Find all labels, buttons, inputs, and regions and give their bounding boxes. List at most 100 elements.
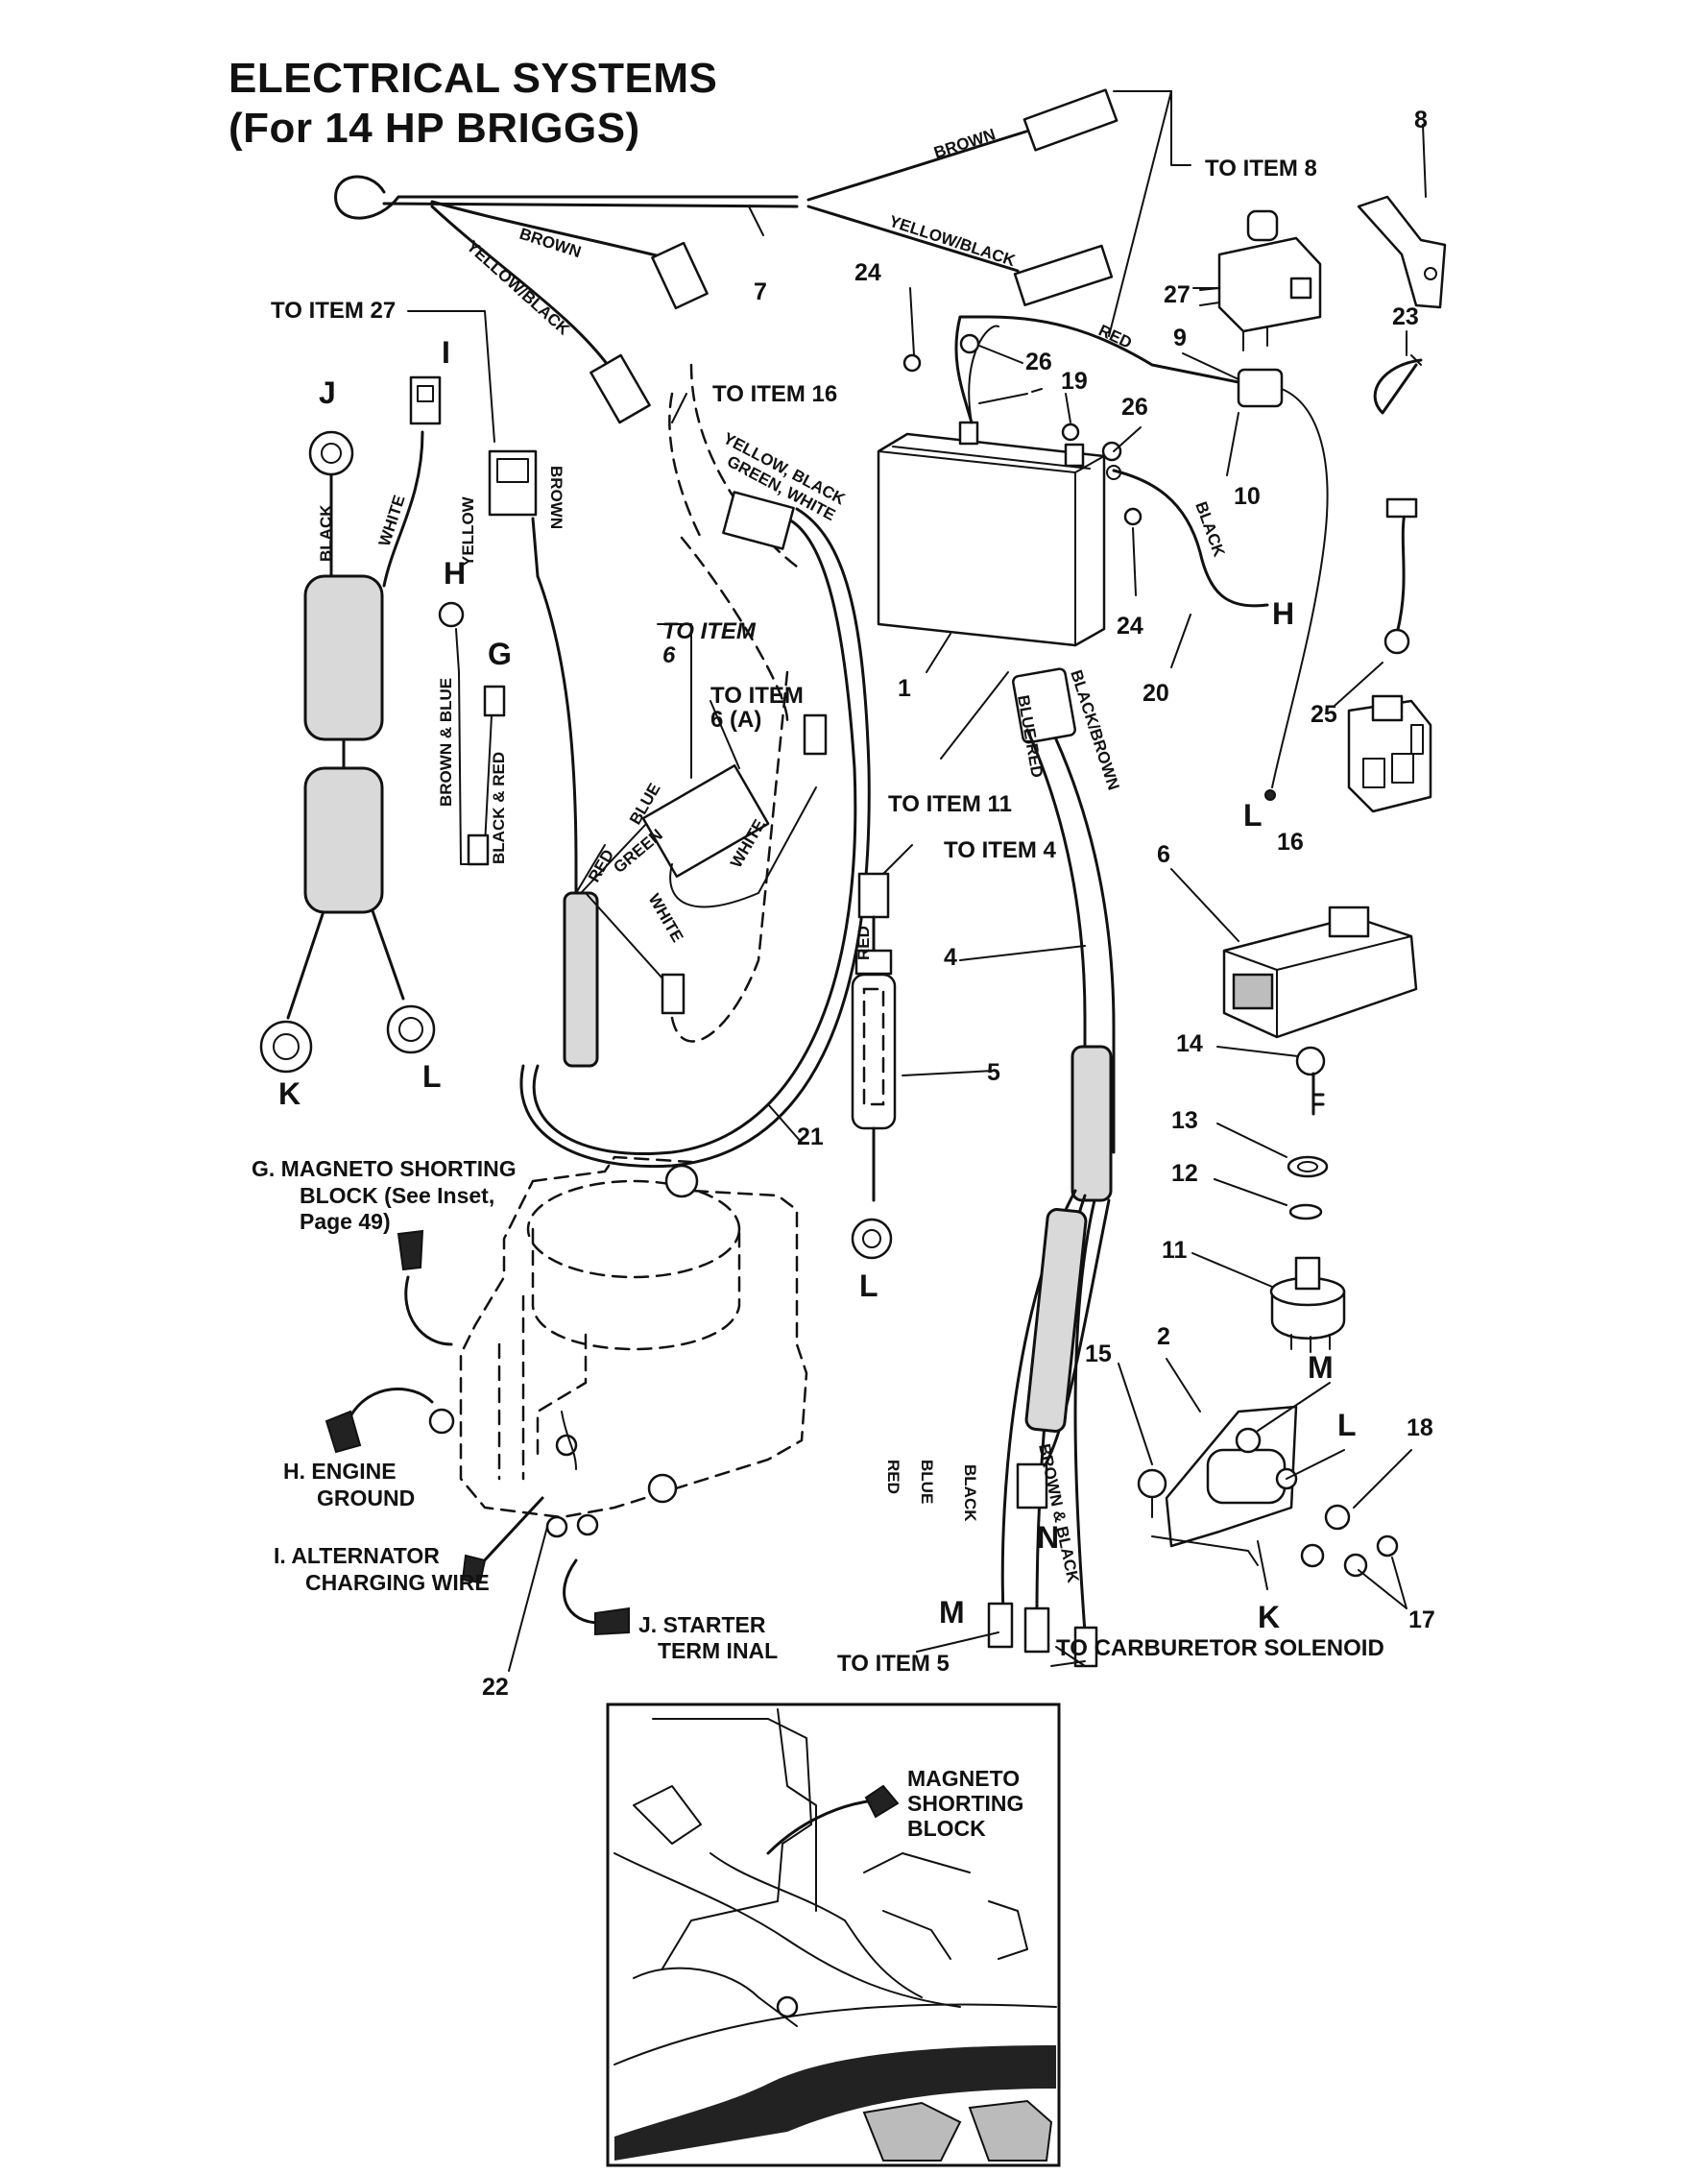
wire-label-brown-top: BROWN — [931, 125, 998, 161]
brown-connector — [651, 241, 709, 310]
connector-to-item-6 — [641, 763, 770, 879]
terminal-red — [987, 1602, 1014, 1649]
item-25: 25 — [1311, 701, 1337, 728]
item-2: 2 — [1157, 1323, 1170, 1350]
item-24-a: 24 — [854, 259, 881, 286]
item-27: 27 — [1164, 281, 1191, 308]
washer-item-17c — [1376, 1534, 1399, 1558]
wire-label-red-bottom: RED — [884, 1460, 902, 1494]
cable-j-k-l — [259, 375, 442, 1074]
note-h-line1: H. ENGINE — [283, 1459, 397, 1484]
callout-to-item-16: TO ITEM 16 — [712, 381, 837, 407]
item-19: 19 — [1061, 368, 1088, 395]
inset-label-line2: SHORTING — [907, 1791, 1023, 1816]
wire-label-red-fuse: RED — [854, 926, 873, 960]
item-26-washer-b — [1101, 441, 1122, 462]
plug-to-item-11 — [1012, 667, 1076, 744]
battery-terminal-neg — [958, 421, 979, 446]
nut-item-17a — [1300, 1543, 1325, 1568]
nut-item-13 — [1287, 1155, 1329, 1178]
terminal-letter-k-left: K — [278, 1076, 301, 1111]
item-26-b: 26 — [1121, 394, 1148, 421]
terminal-letter-l-left: L — [422, 1059, 442, 1094]
terminal-letter-l-solenoid: L — [1337, 1408, 1357, 1442]
item-13: 13 — [1171, 1107, 1198, 1134]
cable-sleeve-upper — [303, 574, 384, 741]
ring-terminal-j — [308, 430, 354, 476]
note-g-line3: Page 49) — [300, 1209, 391, 1234]
item-9: 9 — [1173, 325, 1187, 351]
wire-label-red: RED — [1095, 321, 1135, 351]
callout-to-item-4: TO ITEM 4 — [944, 837, 1057, 863]
switch-item-27 — [1199, 209, 1322, 351]
inset-label-line1: MAGNETO — [907, 1766, 1020, 1791]
item-1: 1 — [898, 675, 911, 702]
callout-to-carburetor-solenoid: TO CARBURETOR SOLENOID — [1056, 1635, 1384, 1661]
fuse-item-5 — [851, 872, 897, 1260]
callout-to-item-11: TO ITEM 11 — [888, 791, 1012, 817]
item-23: 23 — [1392, 303, 1419, 330]
white-terminal-2 — [661, 973, 686, 1015]
item-15: 15 — [1085, 1341, 1112, 1367]
note-j-line2: TERM INAL — [658, 1638, 778, 1663]
inset-photo — [606, 1703, 1061, 2167]
item-24-nut-a — [902, 353, 922, 373]
ring-terminal-k — [259, 1020, 313, 1074]
item-8: 8 — [1414, 107, 1428, 133]
terminal-blue — [1023, 1606, 1050, 1654]
note-h-line2: GROUND — [317, 1486, 415, 1510]
wire-label-black-left: BLACK — [317, 504, 335, 562]
item-26-washer-a — [959, 333, 980, 354]
terminal-letter-m-wire: M — [939, 1595, 965, 1630]
ring-terminal-l-fuse — [851, 1218, 893, 1260]
terminal-letter-h-left: H — [444, 556, 466, 591]
item-9-boot — [1237, 368, 1284, 408]
engine-note-arrows — [325, 1229, 630, 1672]
item-18: 18 — [1407, 1414, 1433, 1441]
harness-sleeve — [563, 891, 599, 1068]
ring-terminal-h — [438, 601, 465, 628]
fuse-connector — [857, 872, 890, 919]
item-16: 16 — [1277, 829, 1304, 856]
wire-label-yellow-black-top: YELLOW/BLACK — [887, 212, 1019, 271]
note-i-line2: CHARGING WIRE — [305, 1570, 490, 1595]
terminal-letter-k-solenoid: K — [1258, 1600, 1280, 1634]
connector-to-item-16 — [722, 491, 795, 550]
yellow-black-connector — [589, 353, 651, 424]
terminal-letter-h-right: H — [1272, 596, 1294, 631]
note-g-line2: BLOCK (See Inset, — [300, 1183, 494, 1208]
washer-item-18 — [1324, 1504, 1351, 1531]
item-11: 11 — [1162, 1237, 1188, 1264]
bolt-item-15 — [1137, 1468, 1167, 1499]
item-14: 14 — [1176, 1030, 1203, 1057]
callout-to-item-6: TO ITEM — [662, 618, 757, 644]
harness-item-7 — [334, 88, 1191, 424]
terminal-g — [483, 685, 506, 717]
note-i-line1: I. ALTERNATOR — [274, 1543, 440, 1568]
washer-item-12 — [1288, 1203, 1323, 1220]
terminal-letter-l-fuse: L — [859, 1268, 878, 1303]
wire-label-blue-bottom: BLUE — [918, 1460, 936, 1504]
connector-item-6 — [1222, 906, 1418, 1039]
item-21: 21 — [797, 1123, 824, 1150]
nut-item-17b — [1343, 1553, 1368, 1578]
engine-outline — [428, 1155, 808, 1538]
item-6: 6 — [1157, 841, 1170, 868]
wire-label-black-bottom: BLACK — [961, 1464, 979, 1522]
cable-sleeve-lower — [303, 766, 384, 914]
ring-terminal-l — [386, 1004, 436, 1054]
connector-to-item-8-a — [1022, 88, 1119, 152]
battery-terminal-pos — [1064, 443, 1085, 468]
wire-label-white-low: WHITE — [645, 891, 687, 946]
item-20: 20 — [1143, 680, 1169, 707]
item-12: 12 — [1171, 1160, 1198, 1187]
ignition-stack — [1269, 1046, 1346, 1353]
terminal-letter-l-right: L — [1243, 798, 1263, 833]
item-10: 10 — [1234, 483, 1261, 510]
wire-label-brown-blue: BROWN & BLUE — [437, 678, 455, 807]
terminal-letter-g: G — [488, 637, 512, 671]
connector-to-item-8-b — [1013, 244, 1114, 306]
callout-to-item-6-num: 6 — [662, 642, 676, 668]
item-24-nut-b — [1123, 507, 1143, 526]
